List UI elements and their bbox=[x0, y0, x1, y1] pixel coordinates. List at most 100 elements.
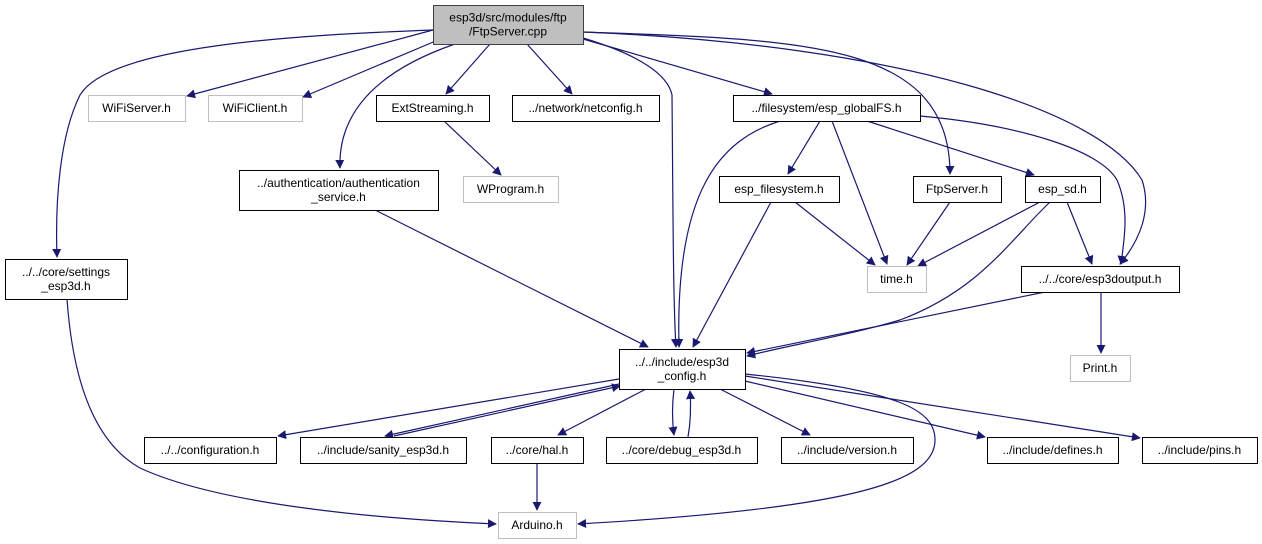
edge-debug-to-config bbox=[686, 390, 696, 438]
node-box bbox=[606, 437, 758, 464]
node-box bbox=[987, 437, 1119, 464]
node-box bbox=[300, 437, 467, 464]
node-label: Print.h bbox=[1083, 361, 1118, 375]
edge-extstreaming-to-wprogram bbox=[443, 120, 502, 176]
edge-root-to-config bbox=[582, 37, 680, 348]
node-version[interactable]: ../include/version.h bbox=[781, 437, 914, 464]
node-config[interactable]: ../../include/esp3d_config.h bbox=[619, 349, 746, 390]
node-label: ../include/defines.h bbox=[1002, 443, 1102, 457]
node-label: _service.h bbox=[310, 190, 366, 204]
node-pins[interactable]: ../include/pins.h bbox=[1142, 437, 1258, 464]
edge-config-to-version bbox=[719, 388, 811, 436]
edge-config-to-hal bbox=[557, 388, 647, 436]
node-box bbox=[1142, 437, 1258, 464]
node-espfs[interactable]: esp_filesystem.h bbox=[719, 176, 840, 203]
edge-root-to-wificlient bbox=[302, 39, 439, 98]
node-espsd[interactable]: esp_sd.h bbox=[1025, 176, 1101, 203]
node-netconfig[interactable]: ../network/netconfig.h bbox=[512, 95, 660, 122]
node-box bbox=[867, 266, 927, 293]
node-label: ../network/netconfig.h bbox=[528, 101, 642, 115]
node-box bbox=[239, 170, 439, 211]
node-label: /FtpServer.cpp bbox=[469, 25, 547, 39]
node-label: _config.h bbox=[657, 369, 707, 383]
node-debug[interactable]: ../core/debug_esp3d.h bbox=[606, 437, 758, 464]
node-label: ../core/debug_esp3d.h bbox=[622, 443, 741, 457]
node-box bbox=[208, 95, 303, 122]
node-label: WiFiClient.h bbox=[223, 101, 288, 115]
node-label: ExtStreaming.h bbox=[391, 101, 473, 115]
node-label: ../include/pins.h bbox=[1158, 443, 1241, 457]
edge-espsd-to-esp3doutput bbox=[1066, 201, 1094, 265]
node-box bbox=[144, 437, 277, 464]
node-sanity[interactable]: ../include/sanity_esp3d.h bbox=[300, 437, 467, 464]
edge-espsd-to-timeh bbox=[917, 201, 1041, 267]
edge-sanity-to-config bbox=[393, 383, 621, 437]
edge-espfs-to-timeh bbox=[794, 201, 876, 266]
node-box bbox=[5, 259, 128, 300]
edge-globalfs-to-config bbox=[674, 120, 781, 348]
node-box bbox=[733, 95, 921, 122]
node-label: ../../core/esp3doutput.h bbox=[1039, 272, 1162, 286]
node-box bbox=[619, 349, 746, 390]
edge-root-to-auth bbox=[335, 43, 456, 169]
node-box bbox=[1025, 176, 1101, 203]
node-label: ../../core/settings bbox=[22, 265, 110, 279]
node-label: Arduino.h bbox=[511, 518, 562, 532]
node-extstreaming[interactable]: ExtStreaming.h bbox=[376, 95, 490, 122]
node-label: FtpServer.h bbox=[926, 182, 988, 196]
node-label: time.h bbox=[880, 272, 913, 286]
node-settings[interactable]: ../../core/settings_esp3d.h bbox=[5, 259, 128, 300]
node-wificlient: WiFiClient.h bbox=[208, 95, 303, 122]
node-hal[interactable]: ../core/hal.h bbox=[491, 437, 584, 464]
edge-root-to-wifiserver bbox=[186, 29, 434, 99]
edge-settings-to-arduino bbox=[66, 298, 497, 529]
edge-ftpserverh-to-timeh bbox=[906, 201, 951, 266]
edge-globalfs-to-esp3doutput bbox=[919, 115, 1127, 265]
node-box bbox=[498, 512, 577, 539]
edge-config-to-pins bbox=[744, 375, 1141, 442]
node-box bbox=[376, 95, 490, 122]
node-box bbox=[719, 176, 840, 203]
node-box bbox=[433, 5, 584, 45]
node-label: esp_filesystem.h bbox=[734, 182, 823, 196]
edge-espfs-to-config bbox=[692, 201, 772, 348]
node-wprogram: WProgram.h bbox=[463, 176, 559, 203]
edges-layer bbox=[52, 29, 1147, 529]
node-label: ../core/hal.h bbox=[506, 443, 569, 457]
node-box bbox=[88, 95, 186, 122]
edge-globalfs-to-timeh bbox=[831, 120, 889, 265]
node-box bbox=[463, 176, 559, 203]
node-defines[interactable]: ../include/defines.h bbox=[987, 437, 1119, 464]
node-esp3doutput[interactable]: ../../core/esp3doutput.h bbox=[1021, 266, 1180, 293]
node-label: ../include/version.h bbox=[797, 443, 897, 457]
node-box bbox=[491, 437, 584, 464]
edge-config-to-debug bbox=[668, 388, 678, 436]
node-box bbox=[913, 176, 1002, 203]
node-label: WProgram.h bbox=[477, 182, 544, 196]
edge-auth-to-config bbox=[374, 209, 649, 348]
node-label: ../filesystem/esp_globalFS.h bbox=[751, 101, 901, 115]
edge-espsd-to-config bbox=[746, 201, 1051, 359]
node-label: esp_sd.h bbox=[1038, 182, 1087, 196]
node-label: ../../configuration.h bbox=[161, 443, 260, 457]
node-ftpserverh[interactable]: FtpServer.h bbox=[913, 176, 1002, 203]
node-label: ../include/sanity_esp3d.h bbox=[317, 443, 449, 457]
node-globalfs[interactable]: ../filesystem/esp_globalFS.h bbox=[733, 95, 921, 122]
edge-config-to-sanity bbox=[384, 383, 620, 439]
node-box bbox=[781, 437, 914, 464]
node-box bbox=[1021, 266, 1180, 293]
edge-root-to-ftpserverh bbox=[582, 31, 955, 175]
node-root[interactable]: esp3d/src/modules/ftp/FtpServer.cpp bbox=[433, 5, 584, 45]
node-printh: Print.h bbox=[1070, 355, 1131, 382]
edge-root-to-settings bbox=[52, 29, 434, 258]
node-box bbox=[1070, 355, 1131, 382]
node-label: esp3d/src/modules/ftp bbox=[449, 11, 567, 25]
node-arduino: Arduino.h bbox=[498, 512, 577, 539]
node-auth[interactable]: ../authentication/authentication_service… bbox=[239, 170, 439, 211]
edge-config-to-arduino bbox=[577, 373, 936, 529]
edge-root-to-netconfig bbox=[526, 43, 573, 95]
edge-root-to-extstreaming bbox=[445, 43, 491, 95]
node-configuration[interactable]: ../../configuration.h bbox=[144, 437, 277, 464]
nodes-layer: esp3d/src/modules/ftp/FtpServer.cppWiFiS… bbox=[5, 5, 1258, 539]
node-label: WiFiServer.h bbox=[102, 101, 171, 115]
